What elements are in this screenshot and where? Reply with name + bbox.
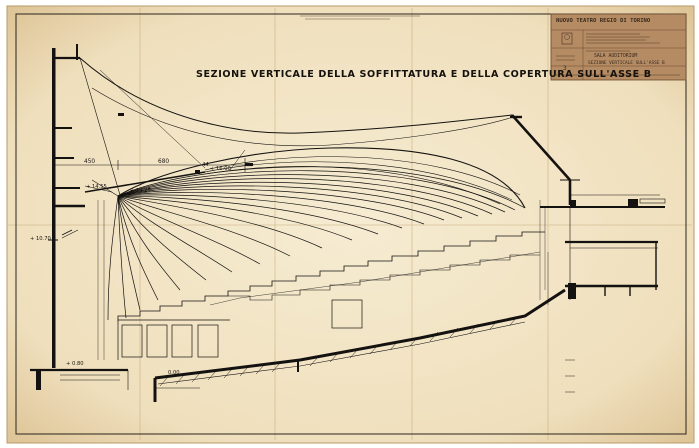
top-margin-annotation (300, 15, 420, 20)
left-wall (48, 44, 85, 368)
dim-label-450: 450 (84, 159, 95, 165)
drawing-border (15, 13, 687, 435)
level-label-080: + 0.80 (66, 361, 84, 367)
dim-label-680: 680 (158, 159, 169, 165)
small-marks (118, 113, 253, 174)
dimension-lines (55, 149, 252, 239)
margin-marks (565, 359, 575, 393)
title-block-illegible-notes (556, 33, 680, 76)
title-block: NUOVO TEATRO REGIO DI TORINO 3 SALA AUDI… (550, 13, 687, 81)
right-roof-truss (79, 57, 580, 205)
guide-lines (97, 200, 549, 360)
level-label-000: 0.00 (168, 370, 180, 376)
title-block-subtitle-1: SALA AUDITORIUM (594, 53, 637, 59)
level-label-1455: + 14.55 (86, 184, 107, 190)
balcony-tiers (117, 231, 545, 322)
box-seats (117, 299, 363, 360)
ceiling-dome-outline (117, 147, 526, 209)
level-label-1600: + 16.00 (210, 166, 231, 172)
roof-outer-curve (79, 57, 513, 134)
stalls-floor (153, 288, 566, 402)
ground-level-left (30, 368, 129, 390)
right-structure (540, 194, 666, 300)
stalls-hatching (159, 315, 519, 387)
title-block-theatre-name: NUOVO TEATRO REGIO DI TORINO (556, 18, 651, 24)
level-label-1070: + 10.70 (30, 236, 51, 242)
ceiling-ribs (107, 166, 526, 321)
ceiling-upper-arcs (204, 156, 521, 205)
title-block-subtitle-2: SEZIONE VERTICALE SULL'ASSE B (588, 60, 665, 66)
roof-inner-curve (91, 87, 511, 147)
title-block-mark: 3 (563, 65, 567, 72)
dim-label-44: 44 (202, 162, 209, 168)
drawing-title: SEZIONE VERTICALE DELLA SOFFITTATURA E D… (196, 69, 652, 80)
level-label-1425: + 14.25 (130, 188, 151, 194)
